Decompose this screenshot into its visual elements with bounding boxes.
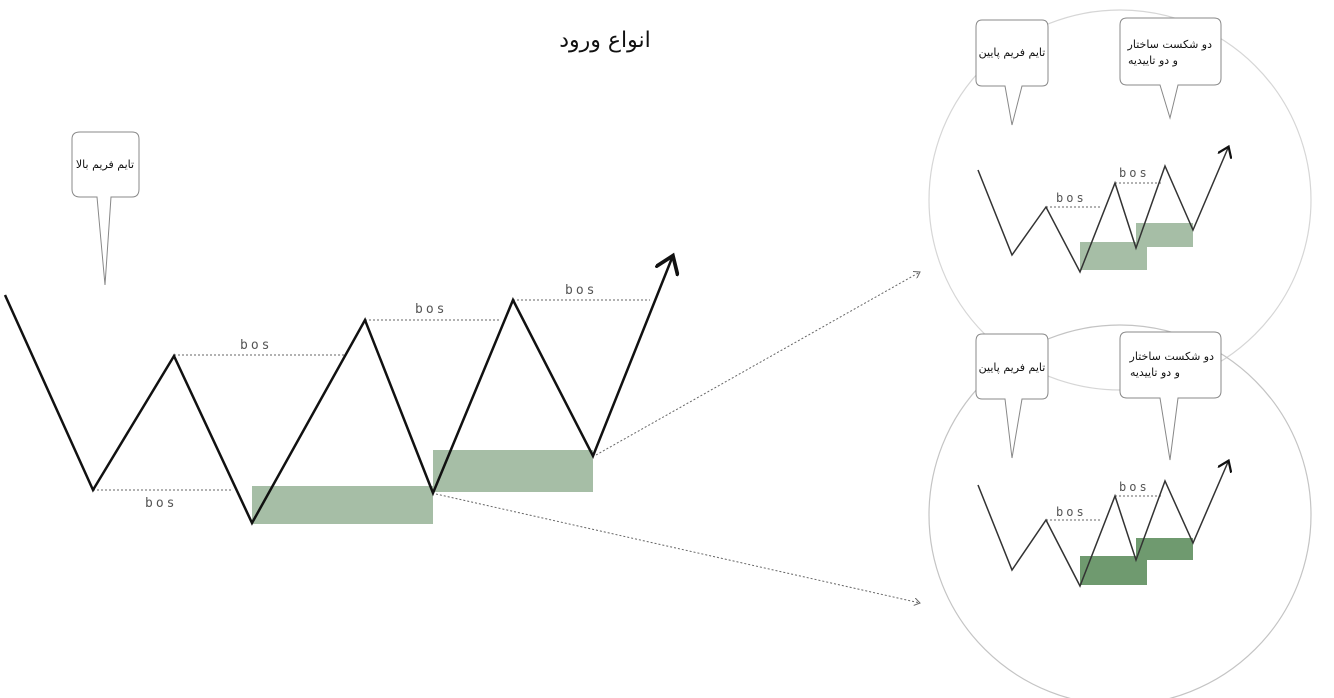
bubble-text-lower-timeframe-bottom: تایم فریم پایین xyxy=(979,361,1046,374)
bubble-text-two-bos-line1-top: دو شکست ساختار xyxy=(1127,38,1213,51)
demand-zone-2 xyxy=(433,450,593,492)
bos-label-bottom-2: bos xyxy=(1119,480,1150,494)
bos-label-2: bos xyxy=(240,338,272,353)
bos-label-top-1: bos xyxy=(1056,191,1087,205)
bos-label-3: bos xyxy=(415,302,447,317)
price-path-bottom xyxy=(977,462,1228,588)
connector-bottom xyxy=(435,493,920,603)
price-path-top xyxy=(977,148,1228,274)
speech-bubble-higher-timeframe: تایم فریم بالا xyxy=(71,131,140,286)
bos-label-4: bos xyxy=(565,283,597,298)
bubble-text-two-bos-line1-bottom: دو شکست ساختار xyxy=(1129,350,1215,363)
speech-bubble-lower-timeframe-bottom: تایم فریم پایین xyxy=(975,333,1049,459)
demand-zone-top-2 xyxy=(1136,223,1193,247)
bos-label-top-2: bos xyxy=(1119,166,1150,180)
bos-label-1: bos xyxy=(145,496,177,511)
bubble-text-higher-timeframe: تایم فریم بالا xyxy=(76,158,134,171)
price-path-main xyxy=(3,258,672,526)
demand-zone-1 xyxy=(252,486,433,524)
speech-bubble-lower-timeframe-top: تایم فریم پایین xyxy=(975,19,1049,126)
bubble-text-two-bos-line2-top: و دو تاییدیه xyxy=(1128,54,1178,67)
bos-label-bottom-1: bos xyxy=(1056,505,1087,519)
connector-top xyxy=(595,272,920,456)
bubble-text-two-bos-line2-bottom: و دو تاییدیه xyxy=(1130,366,1180,379)
bubble-text-lower-timeframe-top: تایم فریم پایین xyxy=(979,46,1046,59)
speech-bubble-two-bos-top: دو شکست ساختار و دو تاییدیه xyxy=(1119,17,1222,120)
page-title: انواع ورود xyxy=(559,28,651,53)
zoom-circle-bottom xyxy=(928,324,1312,698)
speech-bubble-two-bos-bottom: دو شکست ساختار و دو تاییدیه xyxy=(1119,331,1222,461)
demand-zone-bottom-2 xyxy=(1136,538,1193,560)
